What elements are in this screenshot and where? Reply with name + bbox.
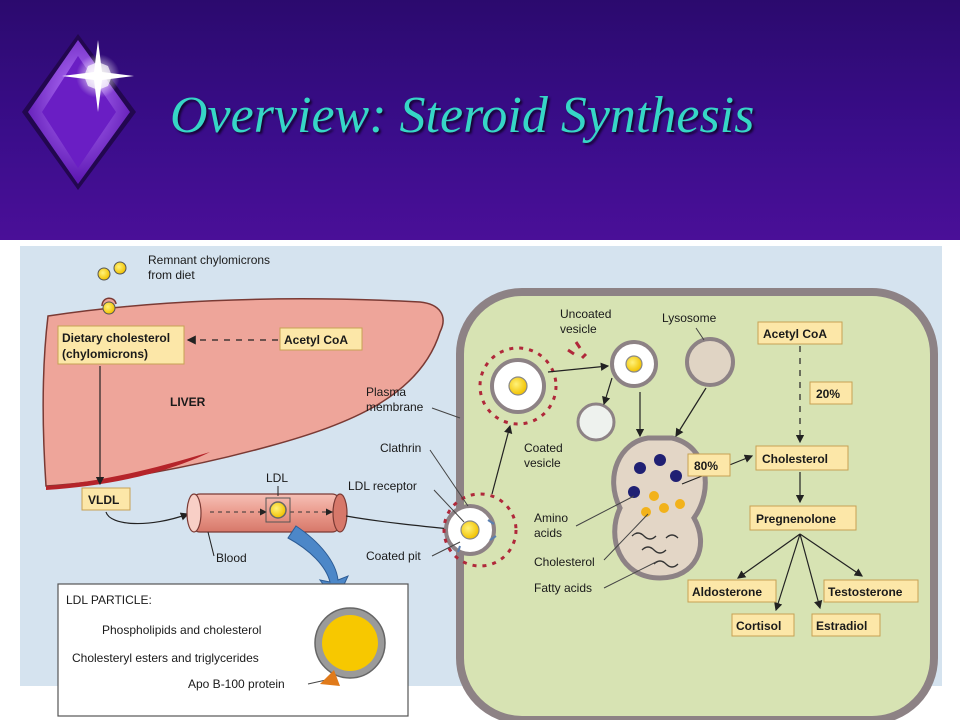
pct80-box xyxy=(687,453,731,477)
particle-core xyxy=(322,615,378,671)
liver-underside xyxy=(46,452,210,490)
liver-label: LIVER xyxy=(170,395,206,409)
cholesterol-box-label: Cholesterol xyxy=(762,452,828,466)
ldl-label: LDL xyxy=(266,471,288,485)
particle-title: LDL PARTICLE: xyxy=(66,593,152,607)
chylomicron-particle xyxy=(102,301,116,315)
amino-label-1: Amino xyxy=(534,511,568,525)
particle-label-2: Cholesteryl esters and triglycerides xyxy=(72,651,259,665)
pct20-label: 20% xyxy=(816,387,840,401)
fatty-acids-label: Fatty acids xyxy=(534,581,592,595)
acetyl-liver-label: Acetyl CoA xyxy=(284,333,348,347)
cortisol-box xyxy=(731,613,795,637)
estradiol-box xyxy=(811,613,881,637)
testosterone-label: Testosterone xyxy=(828,585,903,599)
cholesterol-box xyxy=(755,445,849,471)
pregnenolone-label: Pregnenolone xyxy=(756,512,836,526)
particle-label-1: Phospholipids and cholesterol xyxy=(102,623,261,637)
page-title: Overview: Steroid Synthesis xyxy=(170,87,755,144)
aldosterone-box xyxy=(687,579,777,603)
plasma-label-2: membrane xyxy=(366,400,424,414)
acetyl-cell-label: Acetyl CoA xyxy=(763,327,827,341)
lysosome xyxy=(685,337,735,387)
clathrin-coat xyxy=(478,346,558,426)
arrow-vldl-to-blood xyxy=(105,511,190,525)
pct80-label: 80% xyxy=(694,459,718,473)
estradiol-label: Estradiol xyxy=(816,619,867,633)
plasma-label-1: Plasma xyxy=(366,385,406,399)
blood-label: Blood xyxy=(216,551,247,565)
pct20-box xyxy=(809,381,853,405)
title-banner: Overview: Steroid Synthesis xyxy=(0,0,960,240)
vldl-box xyxy=(81,487,131,511)
ldl-particle xyxy=(269,501,287,519)
clathrin-label: Clathrin xyxy=(380,441,421,455)
coated-vesicle-label-2: vesicle xyxy=(524,456,561,470)
uncoated-label-2: vesicle xyxy=(560,322,597,336)
aldosterone-label: Aldosterone xyxy=(692,585,762,599)
chylomicron-particle xyxy=(113,261,127,275)
acetyl-coa-liver-box xyxy=(279,327,363,351)
particle-label-3: Apo B-100 protein xyxy=(188,677,285,691)
steroid-synthesis-diagram: Remnant chylomicrons from diet Dietary c… xyxy=(20,246,942,720)
coated-pit-label: Coated pit xyxy=(366,549,421,563)
acetyl-coa-cell-box xyxy=(757,321,843,345)
pregnenolone-box xyxy=(749,505,857,531)
remnant-label-1: Remnant chylomicrons xyxy=(148,253,270,267)
cortisol-label: Cortisol xyxy=(736,619,781,633)
dietary-cholesterol-box xyxy=(57,325,185,365)
dietary-label-2: (chylomicrons) xyxy=(62,347,148,361)
sparkle-diamond-icon xyxy=(22,34,136,190)
dietary-label-1: Dietary cholesterol xyxy=(62,331,170,345)
recycled-receptor-vesicle xyxy=(576,402,616,442)
uncoated-label-1: Uncoated xyxy=(560,307,611,321)
clathrin-on-pit xyxy=(442,492,518,568)
amino-label-2: acids xyxy=(534,526,562,540)
testosterone-box xyxy=(823,579,919,603)
vldl-label: VLDL xyxy=(88,493,119,507)
ldl-receptor-label: LDL receptor xyxy=(348,479,417,493)
lysosome-label: Lysosome xyxy=(662,311,717,325)
apo-b100-protein xyxy=(320,670,340,686)
coated-vesicle-label-1: Coated xyxy=(524,441,563,455)
chylomicron-particle xyxy=(97,267,111,281)
remnant-label-2: from diet xyxy=(148,268,195,282)
cholesterol-cell-label: Cholesterol xyxy=(534,555,595,569)
